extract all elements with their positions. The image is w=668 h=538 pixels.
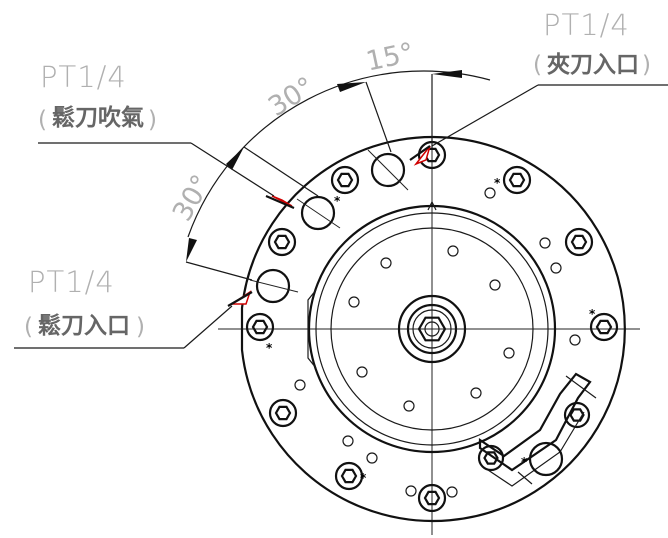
bore-outer [307,204,557,454]
angle-arc [187,70,491,238]
spindle-hub [397,294,467,364]
ring-step [427,200,437,211]
arrowhead [337,82,366,92]
angle-label-30-lower: 30° [167,170,218,227]
clamp-inlet-open: ( [533,52,542,78]
callout-clamp-inlet: PT1/4 ( 夾刀入口 ) [533,8,651,78]
screw [564,227,594,257]
bore-inner [315,212,549,446]
screw [330,165,360,195]
screw [334,461,364,491]
asterisk: * [494,176,501,190]
release-inlet-name: 鬆刀入口 [38,312,130,339]
release-inlet-spec: PT1/4 [28,265,115,299]
release-inlet-close: ) [136,314,145,340]
asterisk: * [334,194,341,208]
flange-small-holes [294,187,581,498]
release-blow-close: ) [148,107,157,133]
release-blow-open: ( [38,107,47,133]
mounting-screws [245,140,619,513]
spindle-face-holes [348,245,515,412]
arrowhead [186,238,197,262]
screw [563,401,591,429]
ring-step-lower [307,289,317,369]
release-blow-port [300,195,336,231]
angle-dimensions [185,70,491,281]
asterisk: * [360,471,367,485]
release-blow-mark [271,195,293,207]
screw [477,444,505,472]
screw [245,312,275,342]
callout-release-inlet: PT1/4 ( 鬆刀入口 ) [24,265,145,340]
center-lines [218,118,640,535]
flange-outline [240,135,626,523]
asterisk-marks: * * * * * * [266,176,596,485]
angle-label-30-upper: 30° [263,71,320,123]
clamp-inlet-mark [413,145,431,166]
clamp-inlet-close: ) [642,52,651,78]
flange-body [240,135,626,523]
clamp-inlet-port [370,152,406,188]
air-ports [249,149,409,304]
screw [267,227,297,257]
bracket-assembly [478,372,597,487]
screw [589,312,619,342]
asterisk: * [266,341,273,355]
clamp-inlet-name: 夾刀入口 [547,52,639,78]
clamp-inlet-spec: PT1/4 [543,8,630,42]
bracket-port [528,441,564,477]
screw [502,165,532,195]
asterisk: * [589,307,596,321]
screw [268,398,298,428]
arrowhead [432,70,462,78]
leader-lines [14,84,668,349]
screw [417,483,447,513]
release-blow-spec: PT1/4 [40,60,127,94]
arrowhead [226,147,244,170]
asterisk: * [521,455,528,469]
hub-hex [417,316,447,342]
port-marks [227,145,431,307]
callout-release-blow: PT1/4 ( 鬆刀吹氣 ) [38,60,157,133]
release-inlet-open: ( [24,314,33,340]
spindle-face [330,227,534,431]
release-blow-name: 鬆刀吹氣 [52,104,144,131]
release-inlet-port [255,268,291,304]
